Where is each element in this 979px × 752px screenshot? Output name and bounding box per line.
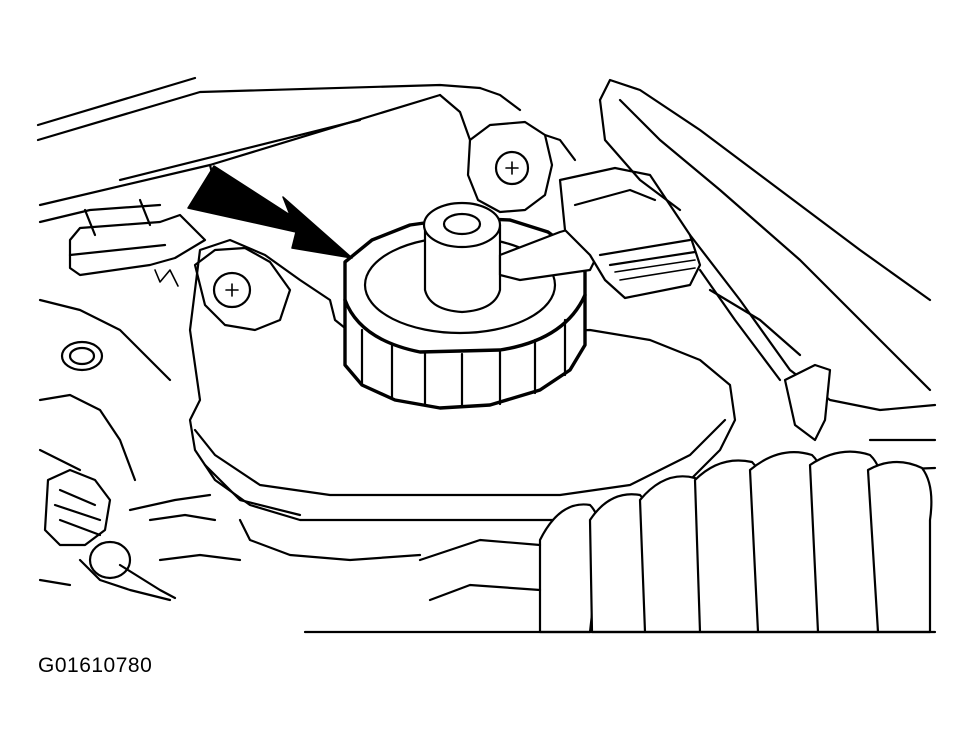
upper-bracket bbox=[466, 120, 577, 214]
left-bolt-icon bbox=[60, 340, 104, 372]
figure-code: G01610780 bbox=[38, 654, 153, 677]
cowl-panel bbox=[36, 76, 522, 224]
left-bracket bbox=[68, 198, 207, 287]
right-clip bbox=[783, 363, 832, 442]
intake-hose bbox=[303, 450, 937, 634]
sensor-connector bbox=[498, 166, 702, 300]
reservoir-cap bbox=[343, 201, 587, 410]
left-lower-components bbox=[38, 298, 242, 602]
pointer-arrow bbox=[187, 165, 353, 259]
left-connector bbox=[43, 468, 112, 547]
arrow-icon bbox=[187, 165, 353, 259]
